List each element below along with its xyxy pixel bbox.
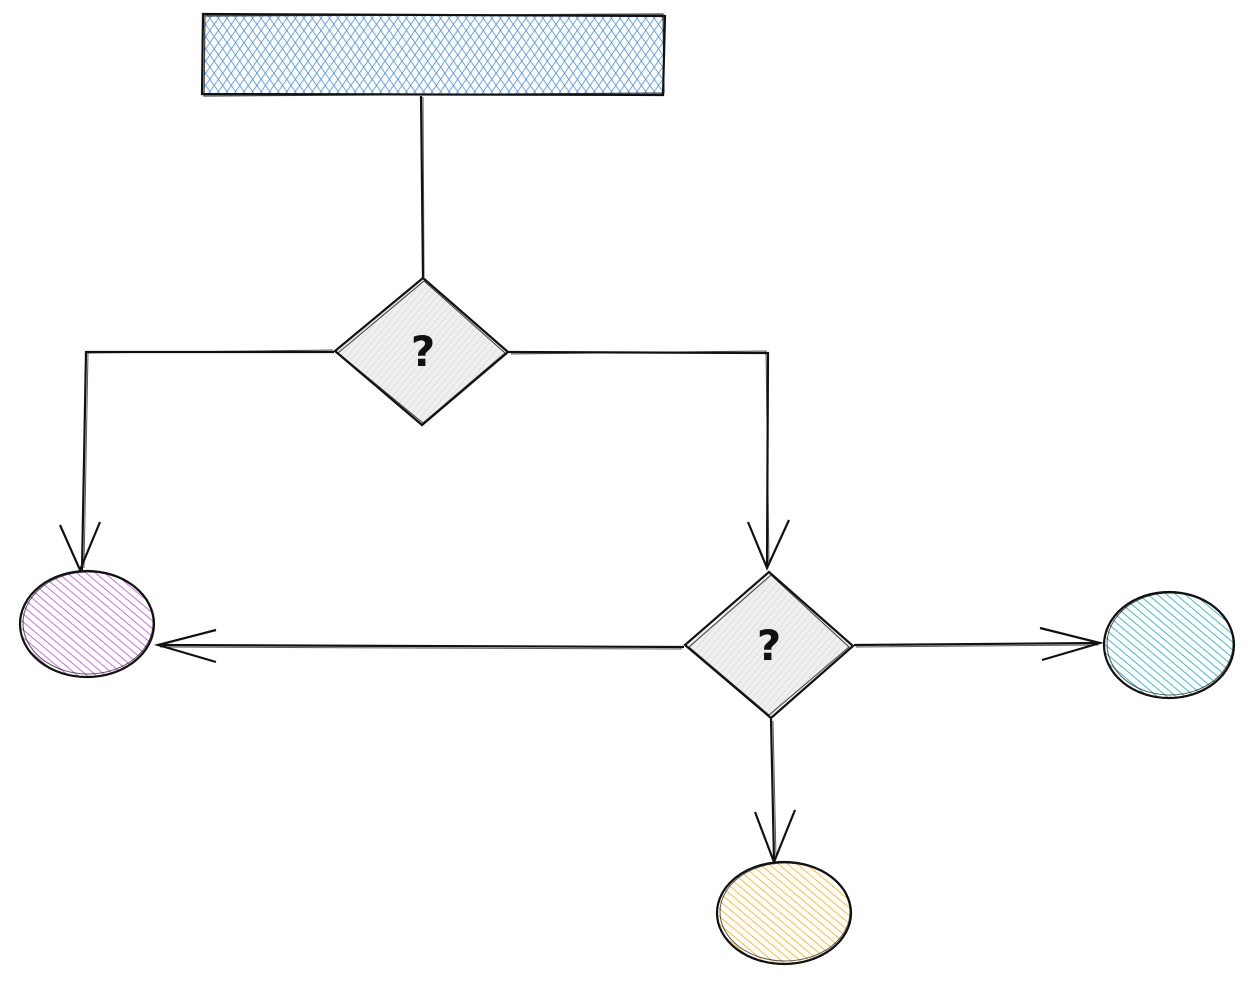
edge-decision-2-to-outcome-yellow xyxy=(753,718,797,866)
edge-decision-2-to-outcome-teal xyxy=(853,626,1105,662)
arrowhead-icon xyxy=(1039,626,1105,662)
arrowhead-icon xyxy=(746,519,790,571)
edge-decision-1-to-decision-2 xyxy=(508,350,790,571)
outcome-yellow-node[interactable] xyxy=(715,860,853,966)
edge-start-to-decision-1 xyxy=(419,95,425,279)
outcome-teal-node[interactable] xyxy=(1102,590,1236,700)
edge-decision-2-to-outcome-purple xyxy=(153,628,685,664)
decision-1-label: ? xyxy=(411,327,435,376)
arrowhead-icon xyxy=(58,521,102,573)
decision-1-node[interactable]: ? xyxy=(333,276,510,427)
decision-2-label: ? xyxy=(757,621,781,670)
arrowhead-icon xyxy=(153,628,217,664)
edge-decision-1-to-outcome-purple xyxy=(58,349,334,573)
decision-2-node[interactable]: ? xyxy=(683,570,855,720)
start-node[interactable] xyxy=(200,12,667,97)
outcome-purple-node[interactable] xyxy=(18,569,156,679)
